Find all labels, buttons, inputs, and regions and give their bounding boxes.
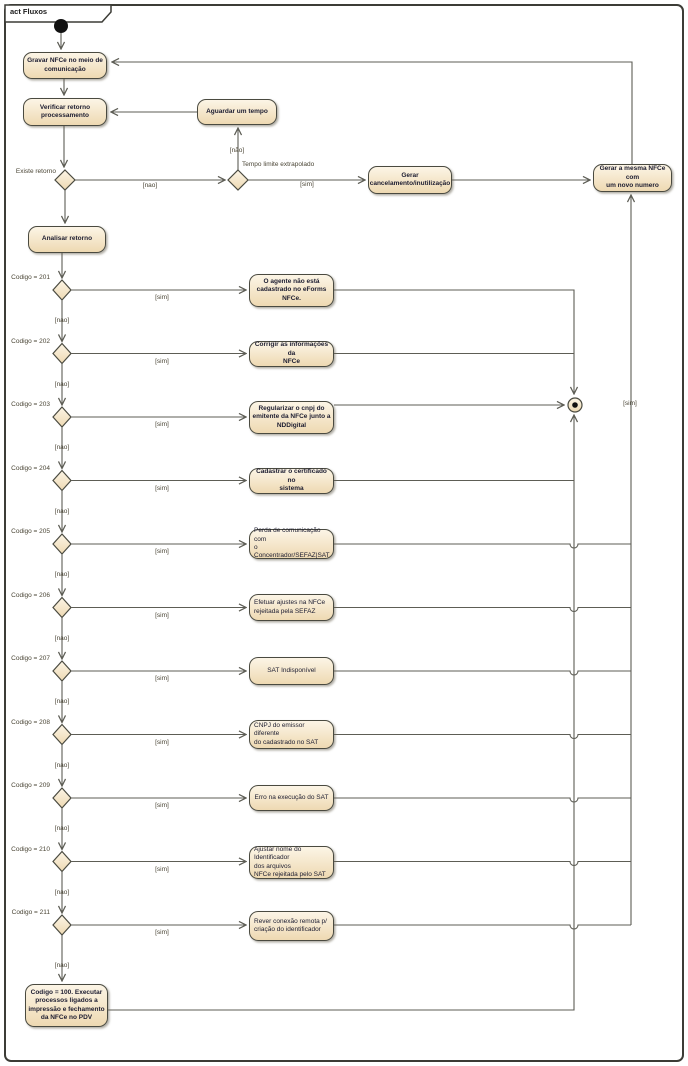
decision-codigo-205[interactable] — [52, 533, 72, 555]
action-box-210[interactable]: Ajustar nome do Identificador dos arquiv… — [249, 846, 334, 879]
decision-code-label: Codigo = 208 — [11, 718, 50, 726]
action-box-209[interactable]: Erro na execução do SAT — [249, 785, 334, 811]
decision-code-label: Codigo = 202 — [11, 337, 50, 345]
guard-nao-existe-retorno: [nao] — [142, 182, 158, 189]
guard-nao-label: [nao] — [54, 761, 70, 769]
guard-sim-label: [sim] — [155, 802, 169, 809]
guard-nao-tempo-limite: [não] — [229, 147, 245, 154]
initial-node-icon[interactable] — [54, 19, 68, 33]
decision-label-tempo-limite: Tempo limite extrapolado — [242, 161, 315, 168]
guard-nao-label: [nao] — [54, 962, 70, 969]
decision-code-label: Codigo = 204 — [11, 464, 50, 472]
guard-sim-label: [sim] — [155, 548, 169, 555]
guard-sim-label: [sim] — [155, 421, 169, 428]
guard-sim-label: [sim] — [155, 738, 169, 746]
guard-nao-label: [nao] — [54, 825, 70, 832]
frame-tab — [4, 4, 112, 23]
action-box-208[interactable]: CNPJ do emissor diferente do cadastrado … — [249, 720, 334, 749]
guard-sim-label: [sim] — [155, 929, 169, 936]
activity-analisar-retorno[interactable]: Analisar retorno — [28, 226, 106, 253]
decision-code-label: Codigo = 201 — [11, 274, 50, 281]
decision-label-existe-retorno: Existe retorno — [15, 168, 56, 175]
action-box-203[interactable]: Regularizar o cnpj do emitente da NFCe j… — [249, 401, 334, 434]
activity-gerar-mesma-nfce[interactable]: Gerar a mesma NFCe com um novo numero — [593, 164, 672, 192]
guard-sim-merge: [sim] — [623, 400, 637, 407]
guard-nao-label: [nao] — [54, 634, 70, 642]
action-box-201[interactable]: O agente não está cadastrado no eForms N… — [249, 274, 334, 307]
guard-nao-label: [nao] — [54, 698, 70, 705]
decision-code-label: Codigo = 206 — [11, 591, 50, 599]
activity-verificar-retorno[interactable]: Verificar retorno processamento — [23, 98, 107, 126]
action-box-211[interactable]: Rever conexão remota p/ criação do ident… — [249, 911, 334, 941]
decision-code-label: Codigo = 203 — [11, 401, 50, 408]
decision-codigo-209[interactable] — [52, 787, 72, 809]
decision-codigo-211[interactable] — [52, 914, 72, 936]
guard-nao-label: [nao] — [54, 317, 70, 324]
decision-code-label: Codigo = 209 — [11, 782, 50, 789]
decision-codigo-210[interactable] — [52, 850, 72, 873]
decision-codigo-207[interactable] — [52, 660, 72, 682]
action-box-202[interactable]: Corrigir as informações da NFCe — [249, 341, 334, 367]
guard-sim-label: [sim] — [155, 611, 169, 619]
decision-codigo-203[interactable] — [52, 406, 72, 428]
decision-tempo-limite[interactable] — [227, 169, 249, 191]
decision-codigo-208[interactable] — [52, 723, 72, 746]
decision-codigo-206[interactable] — [52, 596, 72, 619]
guard-nao-label: [nao] — [54, 507, 70, 515]
activity-aguardar-tempo[interactable]: Aguardar um tempo — [197, 99, 277, 125]
decision-code-label: Codigo = 205 — [11, 528, 50, 535]
decision-existe-retorno[interactable] — [54, 169, 76, 191]
decision-code-label: Codigo = 210 — [11, 845, 50, 853]
activity-gravar-nfce[interactable]: Gravar NFCe no meio de comunicação — [23, 52, 107, 79]
activity-gerar-cancelamento[interactable]: Gerar cancelamento/inutilização — [368, 166, 452, 194]
guard-nao-label: [nao] — [54, 444, 70, 451]
guard-nao-label: [nao] — [54, 571, 70, 578]
decision-code-label: Codigo = 207 — [11, 655, 50, 662]
activity-codigo-100[interactable]: Codigo = 100. Executar processos ligados… — [25, 984, 108, 1027]
guard-sim-tempo-limite: [sim] — [300, 181, 314, 188]
guard-sim-label: [sim] — [155, 484, 169, 492]
decision-codigo-201[interactable] — [52, 279, 72, 301]
decision-codigo-202[interactable] — [52, 342, 72, 365]
action-box-206[interactable]: Efetuar ajustes na NFCe rejeitada pela S… — [249, 594, 334, 621]
guard-nao-label: [nao] — [54, 380, 70, 388]
guard-sim-label: [sim] — [155, 865, 169, 873]
final-node-dot-icon — [572, 402, 578, 408]
guard-sim-label: [sim] — [155, 357, 169, 365]
action-box-207[interactable]: SAT Indisponível — [249, 657, 334, 685]
guard-sim-label: [sim] — [155, 294, 169, 301]
guard-nao-label: [nao] — [54, 888, 70, 896]
action-box-204[interactable]: Cadastrar o certificado no sistema — [249, 468, 334, 494]
action-box-205[interactable]: Perda de comunicação com o Concentrador/… — [249, 527, 334, 559]
diagram-frame — [4, 4, 684, 1062]
decision-codigo-204[interactable] — [52, 469, 72, 492]
decision-code-label: Codigo = 211 — [11, 909, 50, 916]
diagram-title: act Fluxos — [10, 7, 48, 16]
guard-sim-label: [sim] — [155, 675, 169, 682]
